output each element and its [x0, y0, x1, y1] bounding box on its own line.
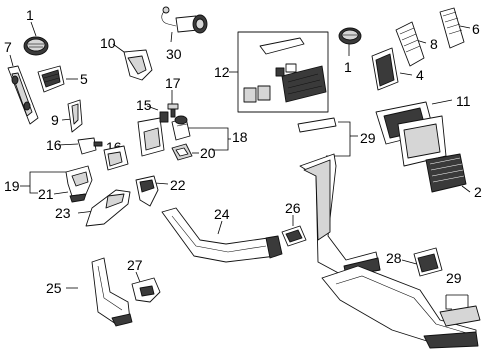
screw-16-right — [167, 103, 179, 118]
vent-round-center — [338, 27, 362, 45]
connector-piece-8 — [67, 99, 83, 133]
callout-29: 28 — [386, 250, 402, 266]
callout-17: 18 — [232, 129, 248, 145]
callout-19: 20 — [200, 145, 216, 161]
sensor-hose-30 — [161, 6, 208, 34]
callout-14: 15 — [136, 97, 152, 113]
vertical-duct-24 — [91, 257, 133, 327]
control-module-box — [237, 31, 329, 113]
callout-16-left: 16 — [46, 137, 62, 153]
callout-24: 25 — [46, 280, 62, 296]
vent-grille-5 — [439, 7, 465, 49]
callout-8: 9 — [51, 112, 59, 128]
callout-labels: 1 7 5 9 10 30 17 15 16 16 18 20 19 21 22… — [4, 7, 482, 296]
callout-1-center: 1 — [344, 59, 352, 75]
actuator-15 — [103, 145, 129, 171]
callout-6: 7 — [4, 39, 12, 55]
callout-28: 29 — [446, 270, 462, 286]
callout-22: 23 — [55, 205, 71, 221]
curved-duct-9 — [123, 49, 153, 81]
callout-20: 21 — [38, 186, 54, 202]
callout-10: 12 — [214, 64, 230, 80]
pad-19 — [171, 143, 193, 161]
callout-5: 6 — [472, 21, 480, 37]
callout-9: 10 — [100, 35, 116, 51]
connector-26 — [131, 277, 161, 303]
callout-7: 8 — [430, 36, 438, 52]
callout-21: 22 — [170, 177, 186, 193]
dash-outlet-left — [37, 65, 65, 93]
callout-27: 29 — [360, 130, 376, 146]
callout-3: 4 — [416, 67, 424, 83]
end-cap-25 — [281, 225, 307, 247]
side-vent-duct — [7, 65, 39, 125]
sensor-plug-17 — [171, 115, 191, 141]
duct-piece-20 — [65, 165, 93, 203]
center-vent-housing-13 — [375, 101, 447, 167]
callout-26: 27 — [127, 257, 143, 273]
vent-round-top-left — [23, 36, 49, 56]
leader-lines — [9, 21, 471, 310]
actuator-14 — [137, 111, 169, 157]
callout-30: 30 — [166, 46, 182, 62]
callout-25: 26 — [285, 200, 301, 216]
clip-16-left — [77, 137, 103, 155]
callout-4: 5 — [80, 71, 88, 87]
floor-duct-28 — [321, 265, 481, 349]
callout-2: 2 — [474, 184, 482, 200]
callout-16-right: 17 — [165, 75, 181, 91]
callout-13: 11 — [456, 93, 471, 109]
vent-grille-7 — [395, 21, 425, 67]
callout-1-top-left: 1 — [26, 7, 34, 23]
outlet-29 — [413, 247, 443, 277]
floor-duct-22 — [85, 189, 131, 227]
callout-18: 19 — [4, 178, 20, 194]
duct-piece-21 — [135, 175, 159, 207]
rear-duct-23 — [161, 207, 283, 263]
outlet-3 — [371, 47, 399, 91]
vent-2 — [425, 153, 467, 193]
callout-23: 24 — [214, 206, 230, 222]
